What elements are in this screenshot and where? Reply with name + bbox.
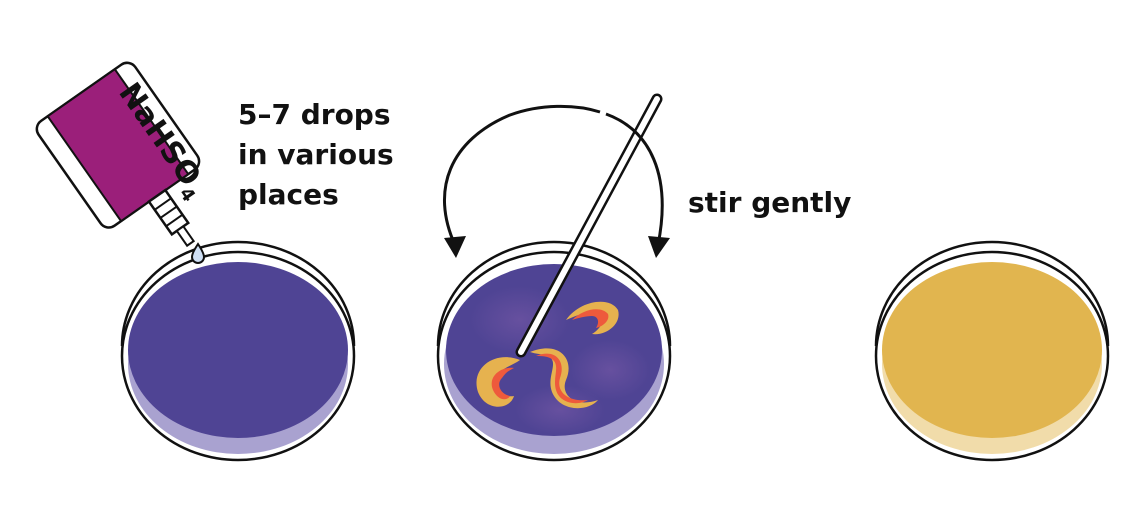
stir-instruction: stir gently xyxy=(688,186,852,219)
rotation-arrow-icon xyxy=(442,104,664,246)
arrowhead-right-icon xyxy=(648,236,670,258)
petri-dish-yellow xyxy=(874,240,1110,462)
dropper-bottle-icon xyxy=(35,61,201,248)
drops-line-1: 5–7 drops xyxy=(238,98,391,131)
color-swirl-left xyxy=(476,357,520,407)
color-swirl-middle xyxy=(530,348,598,409)
petri-dish-purple xyxy=(120,240,356,462)
drops-line-3: places xyxy=(238,178,339,211)
drops-instruction: 5–7 drops in various places xyxy=(238,95,394,215)
color-swirl-right xyxy=(566,301,619,335)
droplet-icon xyxy=(190,242,206,264)
drops-line-2: in various xyxy=(238,138,394,171)
stirring-rod xyxy=(515,93,663,358)
arrowhead-left-icon xyxy=(444,236,466,258)
